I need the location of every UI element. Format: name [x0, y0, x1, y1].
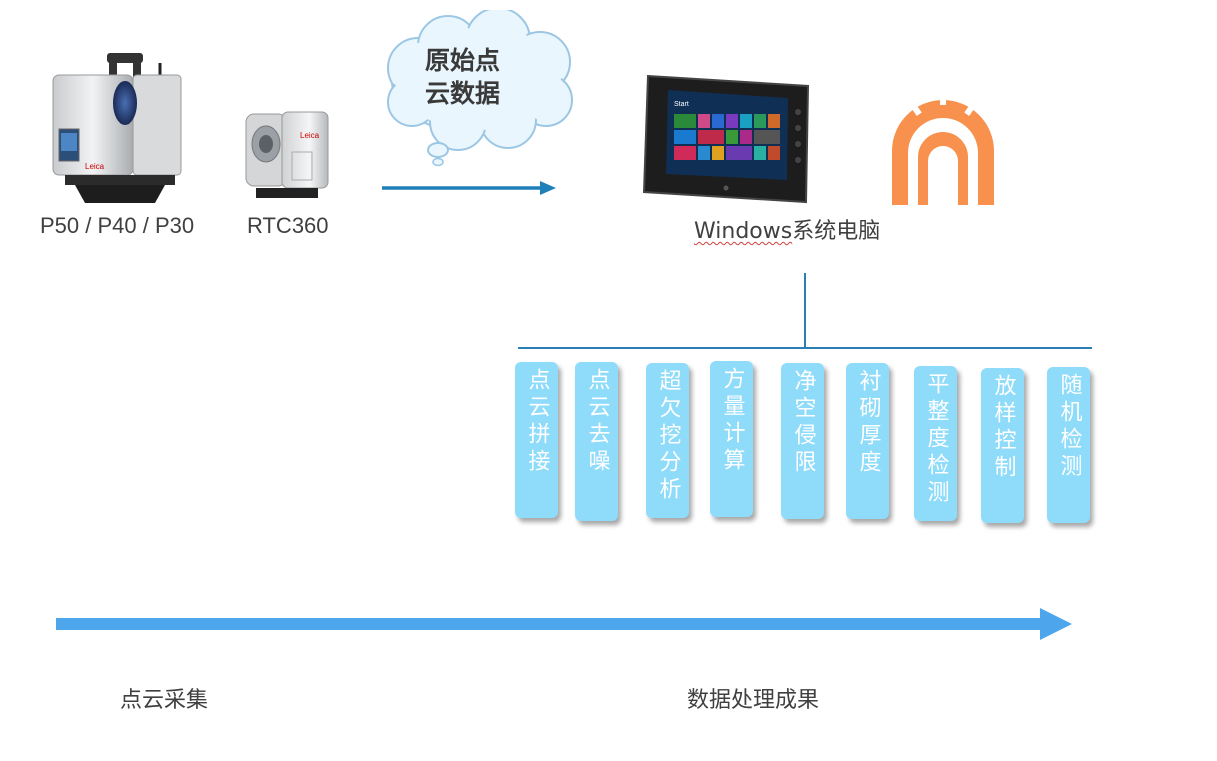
processing-results-label: 数据处理成果	[687, 682, 819, 714]
function-text-volume: 方量计算	[716, 367, 748, 517]
function-box-stakeout: 放样控制	[981, 368, 1024, 523]
scanner-large-label: P50 / P40 / P30	[40, 213, 194, 239]
function-text-lining-thickness: 衬砌厚度	[852, 369, 884, 519]
workflow-arrow	[56, 606, 1076, 642]
cloud-text-line2: 云数据	[425, 77, 500, 110]
connector-vertical	[804, 273, 806, 348]
function-box-random-check: 随机检测	[1047, 367, 1090, 523]
function-text-random-check: 随机检测	[1053, 373, 1085, 523]
transfer-arrow	[380, 178, 560, 198]
function-box-lining-thickness: 衬砌厚度	[846, 363, 889, 519]
function-text-denoise: 点云去噪	[581, 368, 613, 521]
function-text-clearance: 净空侵限	[787, 369, 819, 519]
computer-label-rest: 系统电脑	[792, 219, 880, 244]
tunnel-logo	[888, 95, 998, 207]
cloud-text: 原始点 云数据	[425, 44, 500, 110]
svg-text:Leica: Leica	[300, 131, 320, 140]
function-box-denoise: 点云去噪	[575, 362, 618, 521]
function-box-stitching: 点云拼接	[515, 362, 558, 518]
function-text-stakeout: 放样控制	[987, 374, 1019, 523]
scanner-small-label: RTC360	[247, 213, 329, 239]
function-text-stitching: 点云拼接	[521, 368, 553, 518]
function-box-over-under-excavation: 超欠挖分析	[646, 363, 689, 518]
windows-computer-label: Windows系统电脑	[694, 213, 880, 245]
collection-stage-label: 点云采集	[120, 682, 208, 714]
connector-horizontal	[518, 347, 1092, 349]
scanner-small-image: Leica	[238, 108, 333, 200]
svg-text:Leica: Leica	[85, 162, 105, 171]
windows-tablet-image: Start	[640, 72, 815, 212]
windows-word: Windows	[694, 219, 792, 244]
function-box-volume: 方量计算	[710, 361, 753, 517]
function-text-over-under-excavation: 超欠挖分析	[652, 369, 684, 518]
svg-text:Start: Start	[674, 101, 689, 108]
cloud-text-line1: 原始点	[425, 44, 500, 77]
function-box-clearance: 净空侵限	[781, 363, 824, 519]
function-box-flatness: 平整度检测	[914, 366, 957, 521]
scanner-large-image: Leica	[45, 45, 195, 205]
function-text-flatness: 平整度检测	[920, 372, 952, 521]
